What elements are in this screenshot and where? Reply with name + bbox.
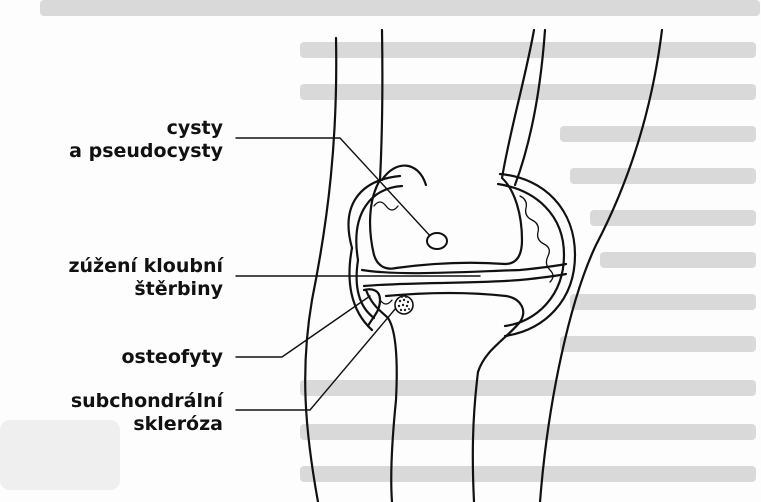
label-cysts: cysty a pseudocysty <box>69 117 223 163</box>
femur-inner-condyle <box>382 166 426 185</box>
leader-cysts <box>236 138 432 238</box>
joint-capsule-inner <box>356 184 564 326</box>
leader-osteophytes <box>236 296 370 357</box>
label-sclerosis-line2: skleróza <box>71 413 223 436</box>
label-cysts-line2: a pseudocysty <box>69 140 223 163</box>
label-narrowing-line1: zúžení kloubní <box>68 255 223 278</box>
label-joint-space-narrowing: zúžení kloubní štěrbiny <box>68 255 223 301</box>
leader-sclerosis <box>236 308 396 410</box>
tibia-plateau <box>386 293 523 502</box>
label-sclerosis-line1: subchondrální <box>71 390 223 413</box>
femur-outline <box>370 30 534 269</box>
label-cysts-line1: cysty <box>69 117 223 140</box>
label-narrowing-line2: štěrbiny <box>68 278 223 301</box>
thigh-outline-left <box>305 38 336 502</box>
label-osteophytes: osteofyty <box>121 346 223 369</box>
label-subchondral-sclerosis: subchondrální skleróza <box>71 390 223 436</box>
cyst-circle <box>427 233 447 249</box>
sclerosis-dotted-area <box>395 296 413 314</box>
label-osteophytes-text: osteofyty <box>121 346 223 369</box>
synovial-wavy-lining <box>374 196 553 304</box>
